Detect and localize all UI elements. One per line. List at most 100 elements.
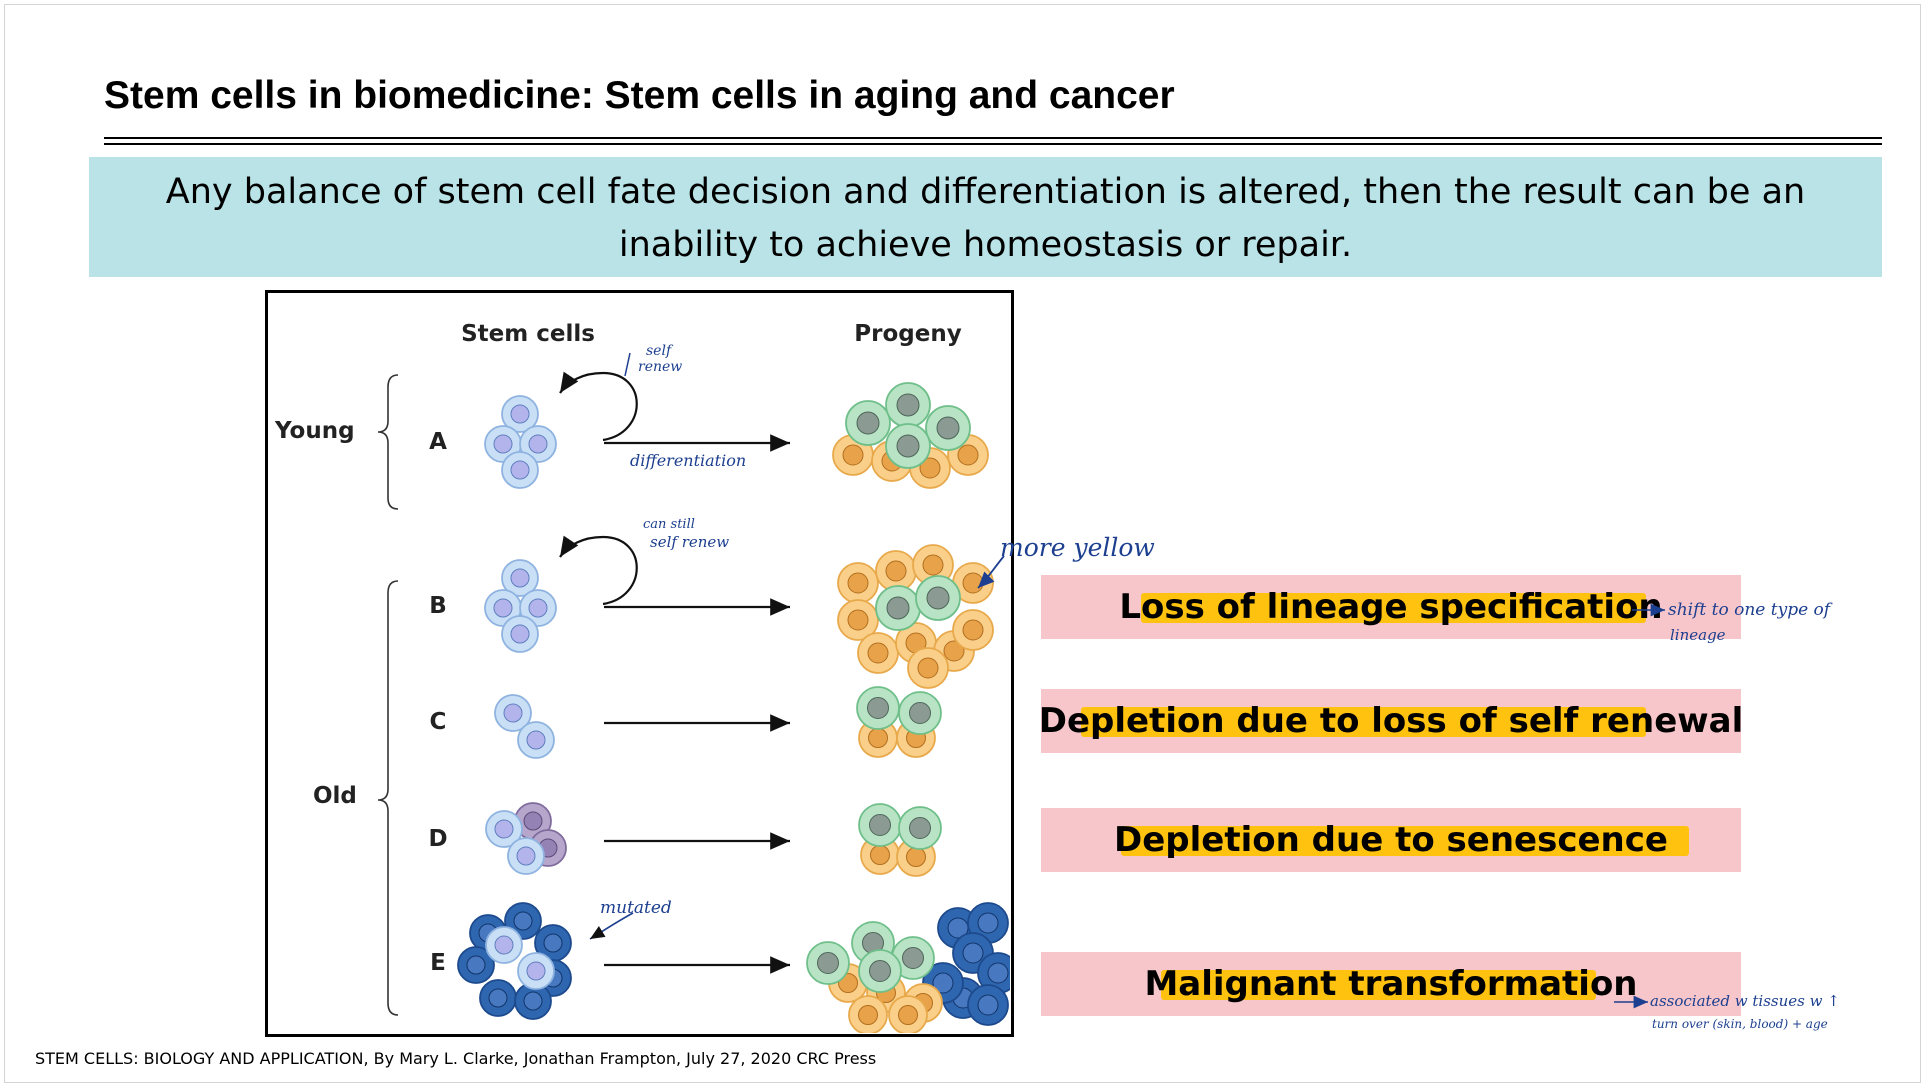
hw-self-renew-b: self renew [650,533,729,551]
figure-canvas: Stem cells Progeny Young Old A B C D E s… [274,321,1010,1033]
stem-cell-nucleus [510,568,530,588]
highlight-stroke [1121,826,1689,856]
progeny-cell-nucleus [868,728,888,748]
group-label-old: Old [313,783,357,809]
slide-title: Stem cells in biomedicine: Stem cells in… [104,74,1175,117]
banner-text: Any balance of stem cell fate decision a… [165,172,1806,265]
progeny-cluster-c [856,686,942,758]
mutated-cell-nucleus [977,912,999,934]
progeny-cell-nucleus [886,596,910,620]
outcome-self-renewal-depletion: Depletion due to loss of self renewal [1039,689,1743,753]
mutated-cell-nucleus [466,955,486,975]
progeny-cell-nucleus [856,411,880,435]
progeny-cell-nucleus [943,640,965,662]
hw-mutated: mutated [600,898,672,918]
progeny-cell-nucleus [867,642,889,664]
stem-cluster-e [457,902,572,1020]
lineage-note-line1: shift to one type of [1668,600,1833,620]
malignant-note-line1: associated w tissues w ↑ [1650,992,1840,1010]
highlight-stroke [1141,593,1646,623]
stem-cell-nucleus [510,404,530,424]
progeny-cell-nucleus [902,947,924,969]
old-brace [377,580,399,1016]
outcome-label: Depletion due to senescence [1114,820,1668,860]
stem-cell-nucleus [493,598,513,618]
progeny-cell-nucleus [909,702,931,724]
progeny-cell-nucleus [896,393,920,417]
stem-cluster-b [484,559,557,653]
progeny-cell-nucleus [870,845,890,865]
stem-cluster-c [494,694,555,759]
progeny-cell-nucleus [957,444,979,466]
stem-cluster-d [485,802,567,875]
progeny-cell-nucleus [962,619,984,641]
progeny-cell-nucleus [906,847,926,867]
hw-more-yellow: more yellow [1000,533,1155,562]
progeny-cell-nucleus [817,952,839,974]
stem-cell-nucleus [526,961,546,981]
title-rule-top [104,137,1882,139]
stem-cell-nucleus [494,819,514,839]
self-renew-arrow-b [559,535,638,606]
mutated-cell-nucleus [488,988,508,1008]
young-brace [377,374,399,510]
stem-cell-figure: Stem cells Progeny Young Old A B C D E s… [265,290,1014,1037]
hw-can-still: can still [643,517,695,532]
stem-cell-nucleus [503,703,523,723]
stem-cluster-a [484,395,557,489]
summary-banner: Any balance of stem cell fate decision a… [89,157,1882,277]
outcome-label: Loss of lineage specification [1119,587,1663,627]
progeny-cluster-a [832,382,989,489]
more-yellow-arrow [977,555,1005,589]
row-label-a: A [429,429,447,455]
self-renew-arrow-a [559,371,638,442]
mutated-cell-nucleus [987,962,1009,984]
column-header-progeny: Progeny [854,321,961,347]
malignant-note: associated w tissues w ↑ turn over (skin… [1614,992,1840,1031]
progeny-cell-nucleus [847,572,869,594]
stem-cell-nucleus [510,624,530,644]
group-label-young: Young [274,418,355,444]
progeny-cell-nucleus [867,697,889,719]
progeny-cell-nucleus [936,416,960,440]
lineage-note-line2: lineage [1670,626,1726,644]
outcome-senescence-depletion: Depletion due to senescence [1041,808,1741,872]
stem-cell-nucleus [528,598,548,618]
mutated-cell-nucleus [523,991,543,1011]
progeny-cell-nucleus [885,560,907,582]
progeny-cell-nucleus [869,960,891,982]
column-header-stem: Stem cells [461,321,595,347]
citation: STEM CELLS: BIOLOGY AND APPLICATION, By … [35,1049,877,1068]
progeny-cell-nucleus [847,609,869,631]
hw-differentiation: differentiation [630,451,746,470]
row-label-d: D [428,826,447,852]
progeny-cluster-b [837,544,994,689]
hw-renew: renew [638,359,682,375]
progeny-cell-nucleus [917,657,939,679]
title-rule-bottom [104,143,1882,145]
outcome-label: Malignant transformation [1144,964,1638,1004]
stem-cell-nucleus [510,460,530,480]
outcome-lineage-loss: Loss of lineage specification [1041,575,1741,639]
outcome-malignant-transformation: Malignant transformation [1041,952,1741,1016]
row-label-c: C [430,709,447,735]
progeny-cell-nucleus [869,814,891,836]
progeny-cell-nucleus [842,444,864,466]
row-label-e: E [430,950,446,976]
row-label-b: B [429,593,447,619]
mutated-cell-nucleus [962,942,984,964]
progeny-cluster-d [858,803,942,877]
highlight-stroke [1081,707,1646,737]
hw-self: self [646,343,674,359]
stem-cell-nucleus [516,846,536,866]
progeny-cell-nucleus [909,817,931,839]
progeny-cell-nucleus [896,434,920,458]
mutated-cell-nucleus [513,911,533,931]
mutated-cell-nucleus [932,972,954,994]
more-yellow-annotation: more yellow [977,533,1155,589]
stem-cell-nucleus [526,730,546,750]
stem-cell-nucleus [493,434,513,454]
progeny-cell-nucleus [922,554,944,576]
mutated-cell-nucleus [977,994,999,1016]
slide-frame [4,4,1921,1083]
